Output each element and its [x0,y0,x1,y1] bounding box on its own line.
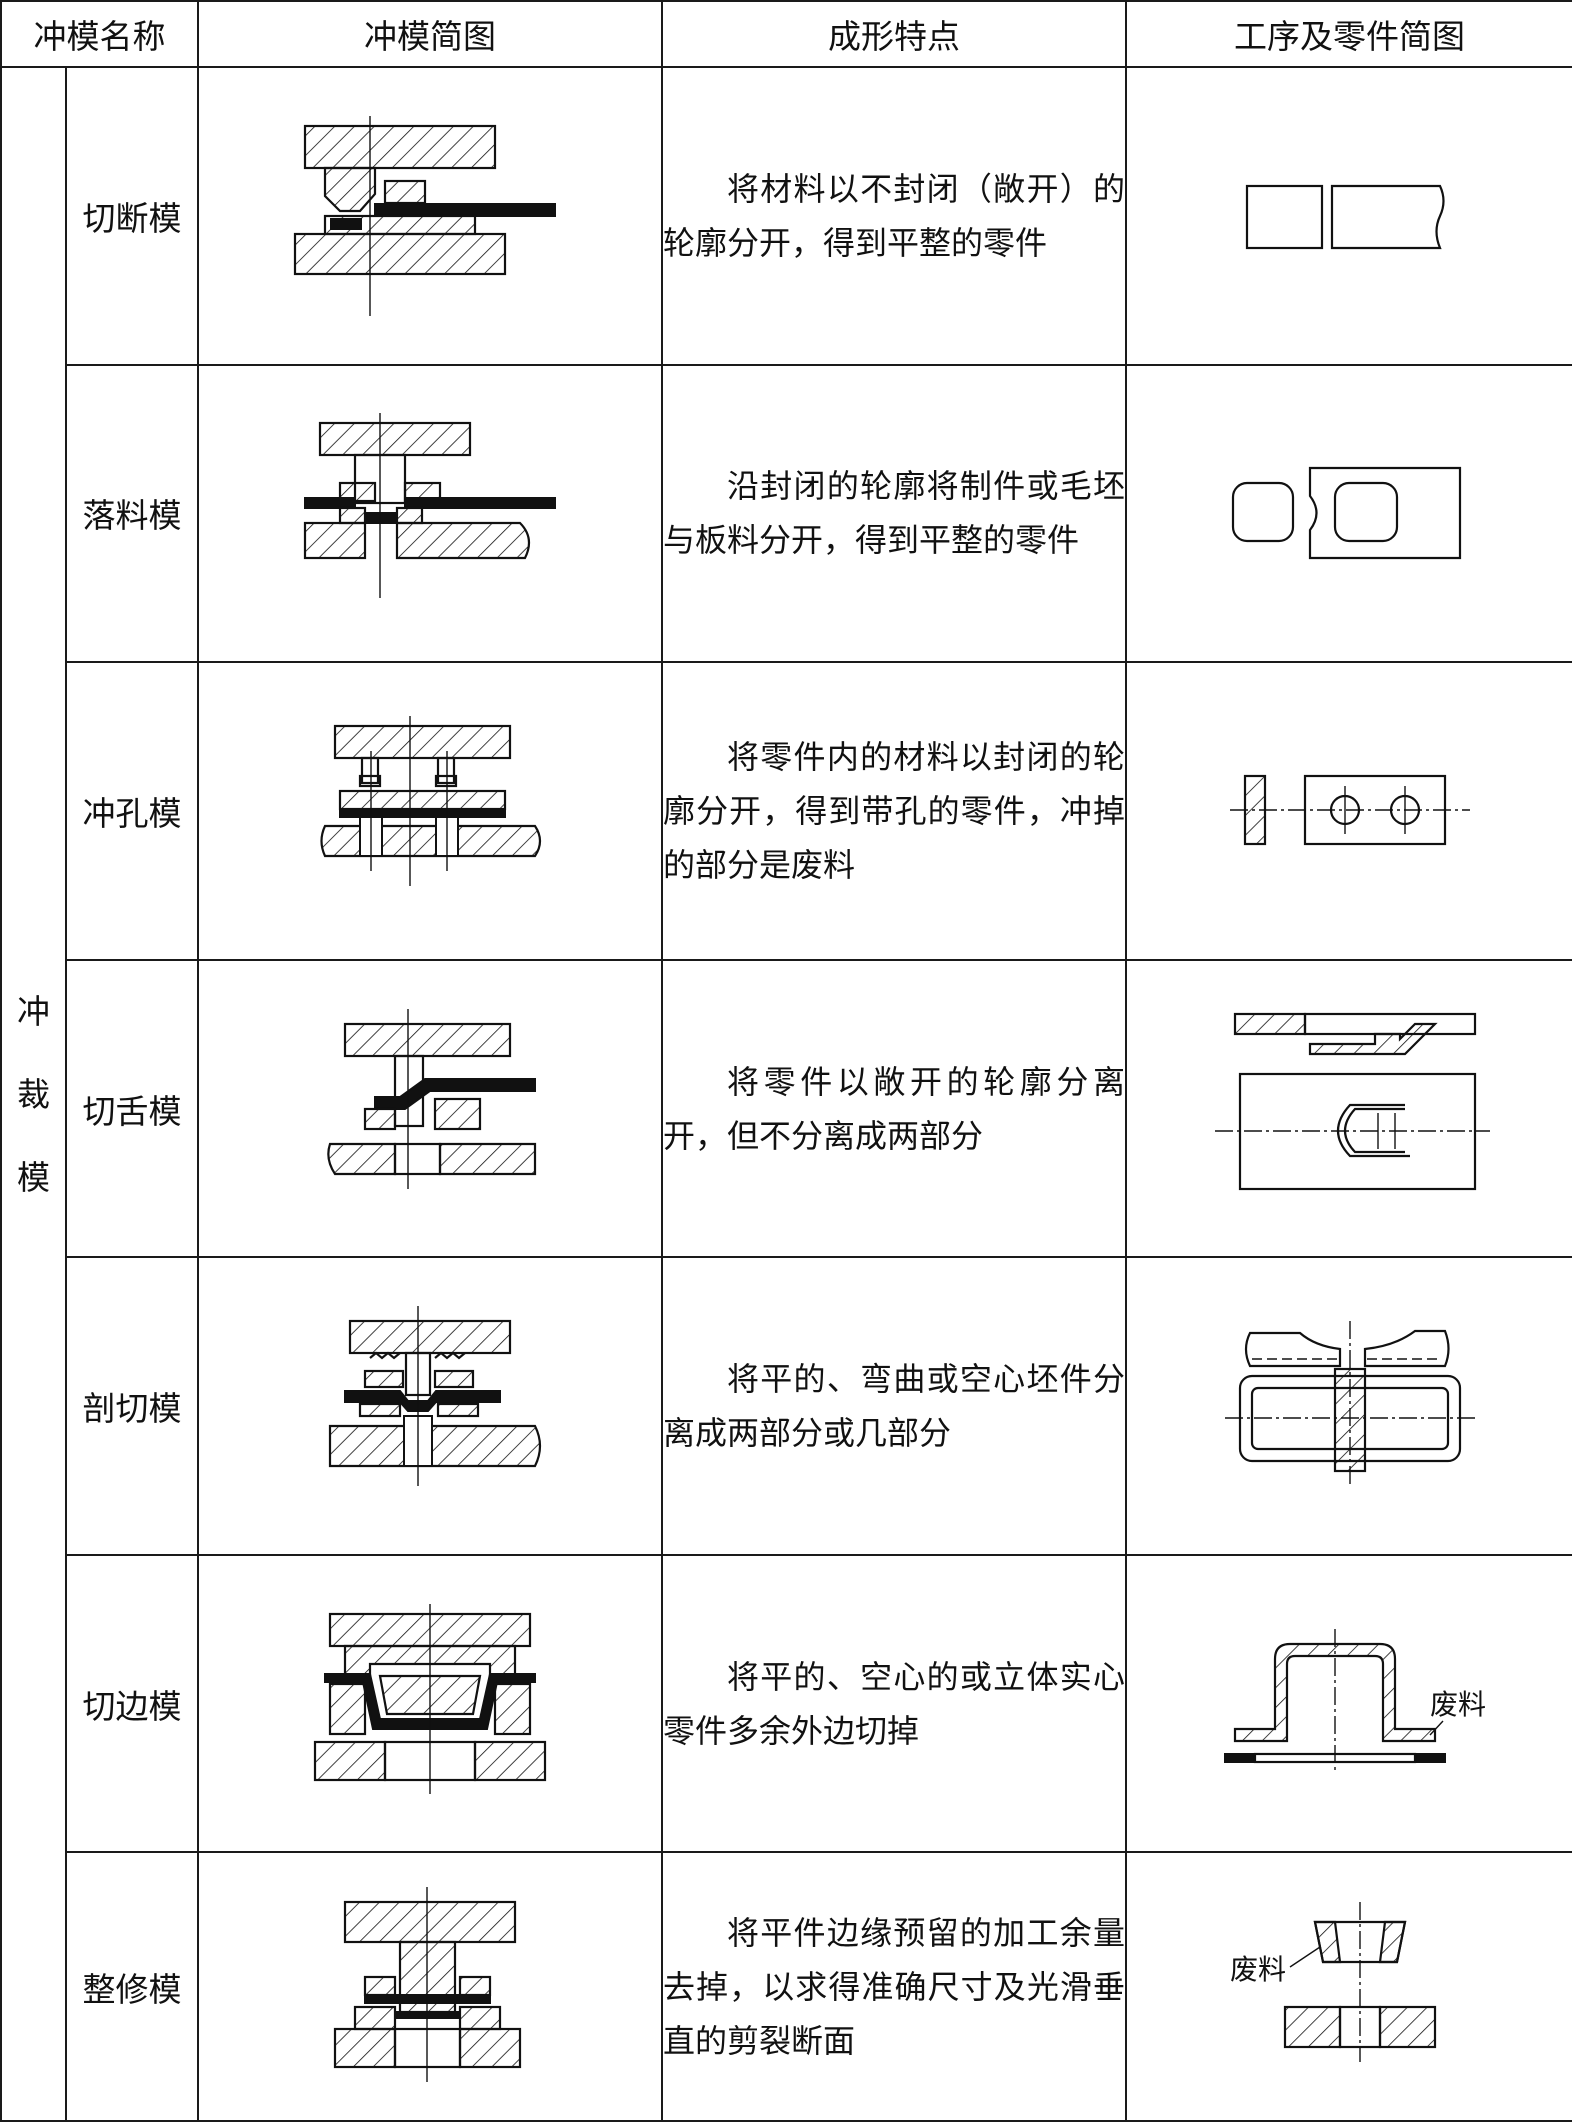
part-sketch-cutoff [1125,66,1572,366]
tongue-die-drawing [327,1008,537,1189]
table-row: 整修模 将平件边缘预留的加工余量去掉，以求得准确尺寸及光滑垂 [1,1851,1572,2122]
blanking-die-drawing [303,413,556,599]
die-sketch-piercing [197,661,663,961]
feature-text: 将平的、空心的或立体实心零件多余外边切掉 [663,1657,1125,1750]
group-char: 冲 [17,991,50,1031]
die-sketch-tongue [197,958,663,1259]
die-name: 冲孔模 [65,661,199,961]
feature-text: 将零件以敞开的轮廓分离开，但不分离成两部分 [663,1062,1125,1155]
forming-feature: 将材料以不封闭（敞开）的轮廓分开，得到平整的零件 [661,66,1127,366]
trimming-die-drawing [313,1603,547,1794]
header-die-sketch: 冲模简图 [197,0,663,68]
die-sketch-cutoff [197,66,663,366]
part-sketch-tongue [1125,958,1572,1259]
header-row: 冲模名称 冲模简图 成形特点 工序及零件简图 [0,0,1572,68]
header-die-name: 冲模名称 [0,0,199,68]
trimming-part-drawing: 废料 [1223,1628,1485,1774]
slitting-die-drawing [328,1306,542,1487]
die-sketch-slitting [197,1256,663,1556]
piercing-die-drawing [320,715,542,886]
group-label-blanking-die: 冲 裁 模 [0,66,67,2122]
feature-text: 将平的、弯曲或空心坯件分离成两部分或几部分 [663,1360,1125,1453]
forming-feature: 将零件以敞开的轮廓分离开，但不分离成两部分 [661,958,1127,1259]
forming-feature: 沿封闭的轮廓将制件或毛坯与板料分开，得到平整的零件 [661,363,1127,664]
table-row: 冲 裁 模 切断模 将材料以不封闭（敞开）的轮廓分开，得到平整的零件 [0,66,1572,2122]
shaving-part-drawing: 废料 [1230,1901,1436,2062]
die-name: 整修模 [65,1851,199,2122]
header-forming-feature: 成形特点 [661,0,1127,68]
part-sketch-slitting [1125,1256,1572,1556]
forming-feature: 将平的、弯曲或空心坯件分离成两部分或几部分 [661,1256,1127,1556]
header-process-part-sketch: 工序及零件简图 [1125,0,1572,68]
forming-feature: 将平的、空心的或立体实心零件多余外边切掉 [661,1553,1127,1854]
die-name: 落料模 [65,363,199,664]
forming-feature: 将平件边缘预留的加工余量去掉，以求得准确尺寸及光滑垂直的剪裂断面 [661,1851,1127,2122]
table-row: 剖切模 将平的、弯曲或空心坯件分离成两部分或几部分 [1,1256,1572,1556]
group-char: 裁 [17,1074,50,1114]
die-sketch-blanking [197,363,663,664]
slitting-part-drawing [1224,1321,1475,1487]
feature-text: 将材料以不封闭（敞开）的轮廓分开，得到平整的零件 [663,169,1125,262]
feature-text: 将零件内的材料以封闭的轮廓分开，得到带孔的零件，冲掉的部分是废料 [663,737,1125,884]
die-sketch-trimming [197,1553,663,1854]
die-name: 剖切模 [65,1256,199,1556]
shaving-die-drawing [333,1886,522,2082]
table-row: 冲孔模 将零件内的材料以封闭的轮廓分开 [1,661,1572,961]
part-sketch-piercing [1125,661,1572,961]
forming-feature: 将零件内的材料以封闭的轮廓分开，得到带孔的零件，冲掉的部分是废料 [661,661,1127,961]
scrap-label: 废料 [1230,1953,1286,1986]
part-sketch-blanking [1125,363,1572,664]
feature-text: 将平件边缘预留的加工余量去掉，以求得准确尺寸及光滑垂直的剪裂断面 [663,1913,1125,2060]
part-sketch-trimming: 废料 [1125,1553,1572,1854]
tongue-part-drawing [1214,1012,1490,1190]
piercing-part-drawing [1229,774,1470,846]
cutoff-die-drawing [293,115,556,316]
die-name: 切断模 [65,66,199,366]
table-row: 切边模 将平的、空心的或立体实心零件多余外边切掉 [1,1553,1572,1854]
die-sketch-shaving [197,1851,663,2122]
cutoff-part-drawing [1245,184,1445,249]
blanking-part-drawing [1231,467,1461,560]
table-row: 切舌模 将零件以敞开的轮廓分离开，但不分离成两部分 [1,958,1572,1259]
scrap-label: 废料 [1430,1688,1485,1721]
part-sketch-shaving: 废料 [1125,1851,1572,2122]
table-row: 落料模 沿封闭的轮廓将制件或毛坯与板料分开，得到平整的零件 [1,363,1572,664]
feature-text: 沿封闭的轮廓将制件或毛坯与板料分开，得到平整的零件 [663,467,1125,560]
die-name: 切舌模 [65,958,199,1259]
die-name: 切边模 [65,1553,199,1854]
group-char: 模 [17,1157,50,1197]
